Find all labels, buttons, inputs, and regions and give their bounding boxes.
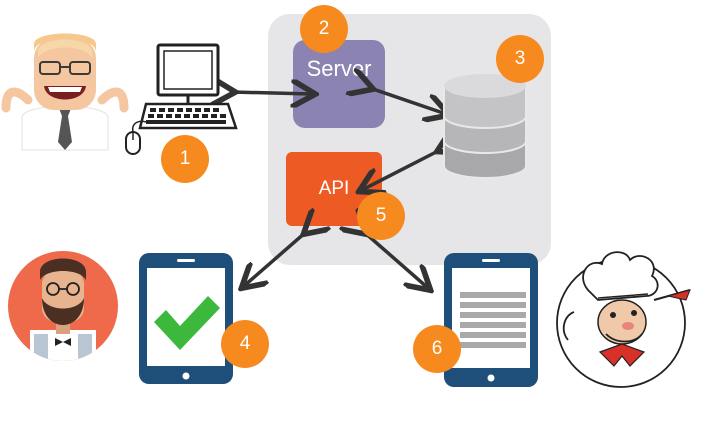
arrow-api-tablet-left <box>244 232 306 286</box>
step-badge-1: 1 <box>161 135 209 183</box>
checkmark-icon <box>154 296 220 350</box>
tablet-icon <box>444 253 538 387</box>
arrow-computer-server <box>232 92 312 94</box>
step-badge-4: 4 <box>221 320 269 368</box>
api-label: API <box>318 178 350 199</box>
step-badge-6: 6 <box>413 325 461 373</box>
happy-user-avatar <box>1 33 129 151</box>
computer-icon <box>125 43 238 155</box>
database-icon <box>443 74 527 179</box>
arrow-api-tablet-right <box>364 232 428 288</box>
bearded-man-avatar <box>8 251 118 361</box>
chef-avatar <box>556 251 691 388</box>
step-badge-2: 2 <box>300 5 348 53</box>
step-badge-3: 3 <box>496 35 544 83</box>
tablet-icon <box>139 253 233 384</box>
step-badge-5: 5 <box>357 192 405 240</box>
document-icon <box>460 292 526 348</box>
arrow-database-api <box>362 150 440 190</box>
arrow-server-database <box>370 88 446 114</box>
